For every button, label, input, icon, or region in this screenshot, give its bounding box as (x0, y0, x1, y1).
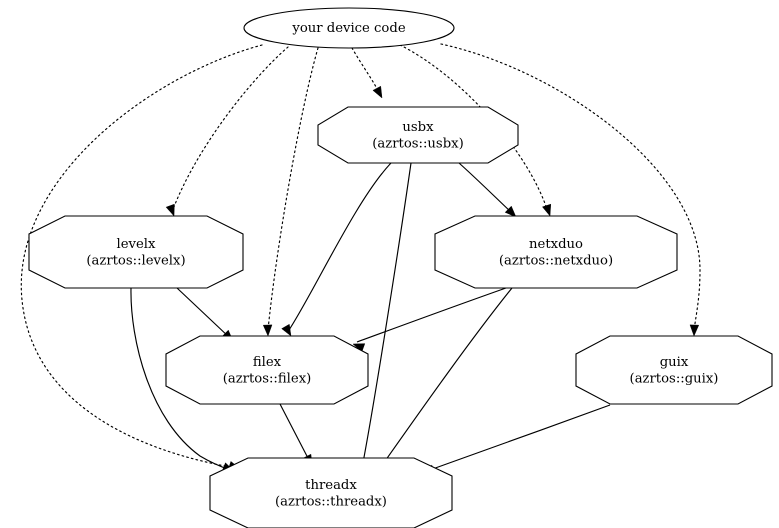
edge-levelx-to-filex (176, 287, 231, 339)
edge-device-to-filex (267, 47, 319, 331)
node-netxduo[interactable]: netxduo(azrtos::netxduo) (434, 215, 678, 289)
node-shape-threadx[interactable] (209, 457, 453, 528)
node-levelx[interactable]: levelx(azrtos::levelx) (28, 215, 244, 289)
edge-guix-to-threadx (426, 404, 611, 472)
arrowhead-usbx-netxduo (504, 205, 517, 218)
arrowhead-device-filex (262, 324, 273, 337)
arrowhead-device-guix (689, 324, 700, 337)
edge-netxduo-to-threadx (382, 287, 513, 465)
node-label-netxduo: netxduo(azrtos::netxduo) (499, 237, 613, 269)
node-threadx[interactable]: threadx(azrtos::threadx) (209, 457, 453, 528)
edge-device-to-usbx (351, 47, 380, 93)
node-label-threadx: threadx(azrtos::threadx) (275, 478, 387, 510)
edge-device-to-threadx (20, 44, 263, 469)
edges-layer (20, 43, 701, 472)
edge-usbx-to-threadx (361, 162, 412, 469)
node-filex[interactable]: filex(azrtos::filex) (165, 335, 369, 405)
edge-device-to-levelx (171, 46, 289, 213)
nodes-layer: your device codeusbx(azrtos::usbx)levelx… (28, 7, 773, 528)
arrowhead-usbx-filex (281, 323, 292, 337)
node-guix[interactable]: guix(azrtos::guix) (575, 335, 773, 405)
node-label-guix: guix(azrtos::guix) (630, 355, 719, 387)
edge-usbx-to-netxduo (458, 162, 513, 214)
node-label-device: your device code (291, 21, 405, 36)
node-shape-guix[interactable] (575, 335, 773, 405)
node-label-usbx: usbx(azrtos::usbx) (372, 120, 463, 152)
node-shape-device[interactable] (243, 7, 455, 49)
arrowhead-device-usbx (372, 85, 383, 99)
arrowhead-device-netxduo (542, 203, 552, 217)
edge-filex-to-threadx (279, 403, 311, 463)
edge-netxduo-to-filex (356, 287, 507, 343)
node-label-filex: filex(azrtos::filex) (223, 355, 312, 387)
edge-usbx-to-filex (288, 162, 392, 331)
arrowhead-device-levelx (165, 203, 175, 217)
edge-device-to-guix (440, 43, 701, 331)
node-label-levelx: levelx(azrtos::levelx) (86, 237, 185, 269)
node-shape-netxduo[interactable] (434, 215, 678, 289)
node-shape-filex[interactable] (165, 335, 369, 405)
node-shape-levelx[interactable] (28, 215, 244, 289)
node-shape-usbx[interactable] (317, 106, 519, 164)
node-usbx[interactable]: usbx(azrtos::usbx) (317, 106, 519, 164)
edge-levelx-to-threadx (130, 287, 231, 471)
node-device[interactable]: your device code (243, 7, 455, 49)
